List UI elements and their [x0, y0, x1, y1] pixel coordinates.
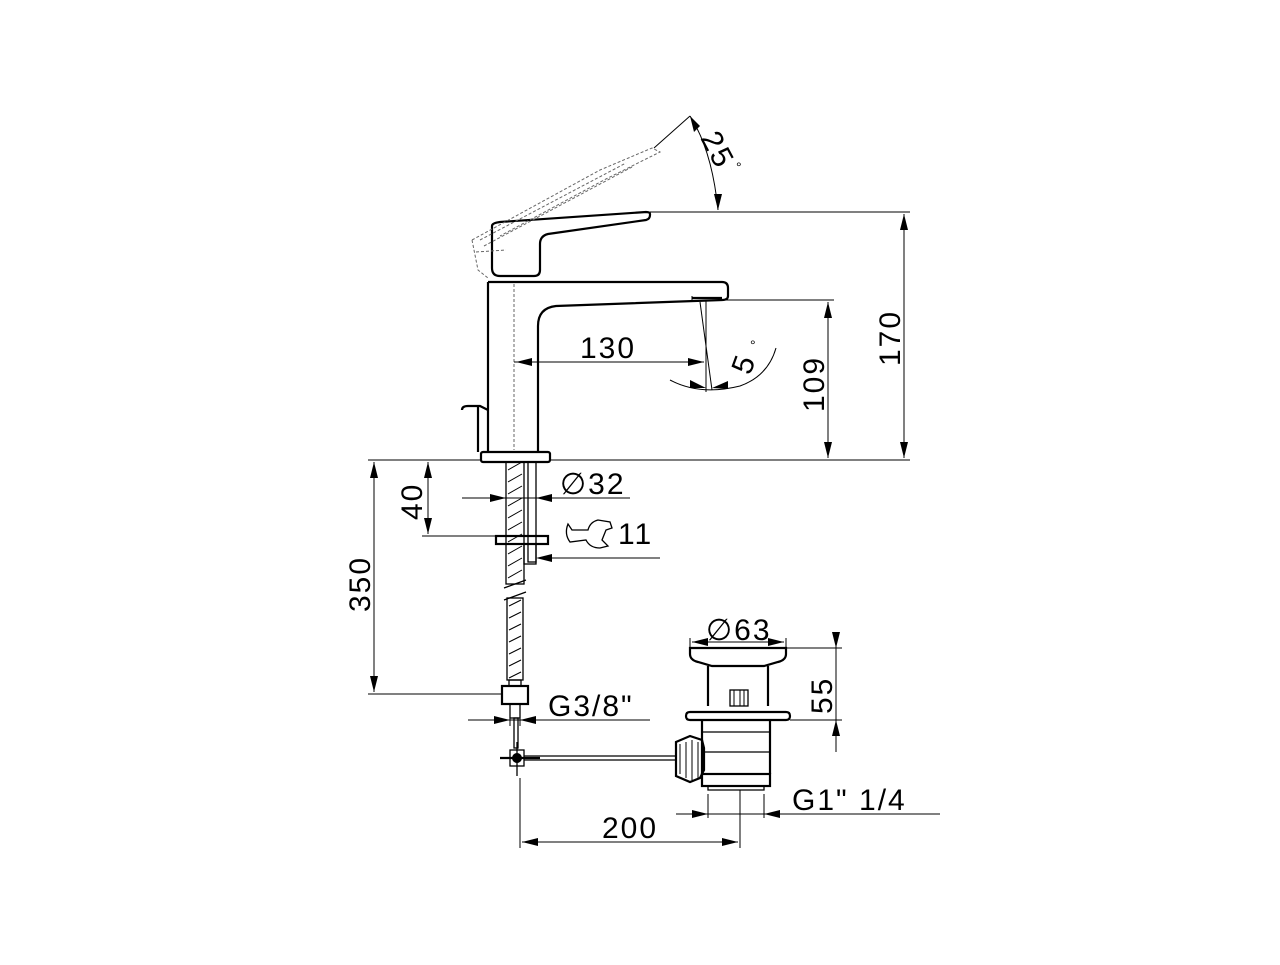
waste-diameter-label: ∅63	[706, 614, 772, 647]
spout-height-label: 109	[798, 356, 831, 412]
rod-length-label: 200	[602, 812, 658, 845]
total-height-label: 170	[874, 310, 907, 366]
dimension-labels: 25 ° 5 ° 130 109 170 ∅32 40 11 350 G3/8"…	[344, 126, 907, 845]
shank-depth-label: 40	[396, 483, 429, 520]
waste-height-label: 55	[806, 677, 839, 714]
angle-spout-degree: °	[750, 337, 756, 353]
waste-thread-label: G1" 1/4	[792, 784, 907, 817]
faucet-handle	[471, 147, 662, 279]
angle-spout-label: 5	[726, 350, 763, 379]
mounting-shank	[494, 461, 550, 601]
hose-thread-label: G3/8"	[548, 690, 634, 723]
waste-body	[684, 646, 792, 791]
angle-lever-label: 25	[694, 126, 741, 174]
wrench-icon	[565, 519, 613, 549]
dimension-lines	[368, 115, 940, 848]
faucet-body	[460, 280, 730, 464]
flex-hose	[500, 597, 530, 749]
wrench-size-label: 11	[618, 518, 653, 551]
popup-rod	[500, 734, 706, 784]
hose-length-label: 350	[344, 556, 377, 612]
shank-diameter-label: ∅32	[560, 468, 626, 501]
spout-reach-label: 130	[580, 332, 636, 365]
angle-lever-degree: °	[736, 159, 742, 175]
